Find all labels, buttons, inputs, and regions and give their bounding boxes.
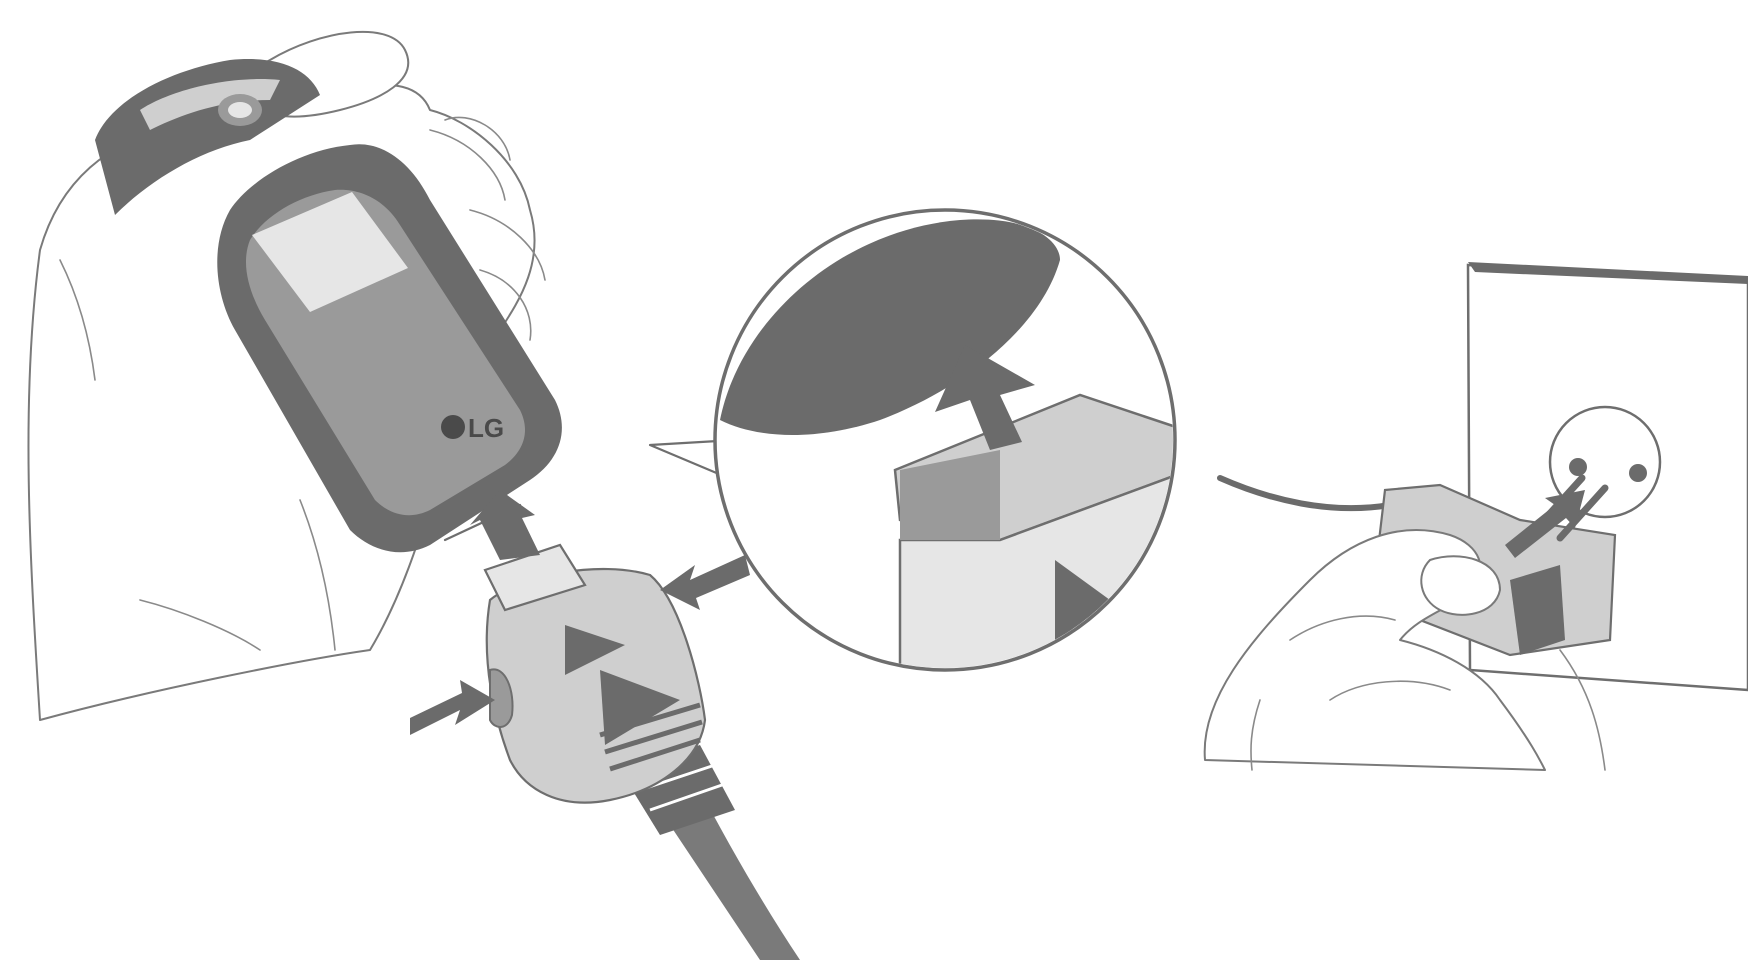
phone-hand-group: LG xyxy=(28,32,561,720)
wall-outlet-group xyxy=(1205,262,1748,770)
charger-plug-group xyxy=(410,490,800,960)
arrow-icon-squeeze-left xyxy=(410,680,495,735)
arrow-icon-squeeze-right xyxy=(660,555,750,610)
adapter-cable xyxy=(1220,478,1390,508)
phone-logo-text: LG xyxy=(468,413,504,443)
zoom-callout-group xyxy=(650,210,1200,700)
